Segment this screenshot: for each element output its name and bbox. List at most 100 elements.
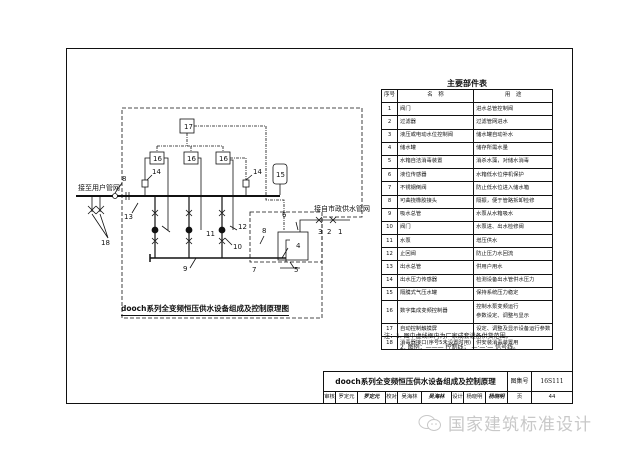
part-use: 储存所需水量 [473, 141, 554, 156]
callout-13: 13 [124, 213, 133, 221]
part-no: 7 [380, 181, 399, 196]
header-no: 序号 [380, 88, 399, 104]
checker: 吴海林 [398, 392, 422, 403]
part-no: 12 [380, 247, 399, 262]
callout-9: 9 [183, 265, 187, 273]
drawing-frame [66, 48, 573, 404]
callout-5: 5 [294, 266, 298, 274]
part-use: 储水罐自动补水 [473, 128, 554, 143]
part-name: 水箱自洁消毒装置 [397, 154, 475, 170]
part-use-line: 控制水泵变频运行 [476, 303, 519, 310]
part-no: 6 [380, 168, 399, 183]
designer: 杨晓明 [464, 392, 486, 403]
note-2: 2. 图例：——— 控制线； —·—·— 信号线。 [400, 344, 520, 351]
callout-3: 3 [318, 228, 322, 236]
part-name: 水泵 [397, 234, 475, 249]
part-name: 出水总管 [397, 260, 475, 275]
callout-7: 7 [252, 266, 256, 274]
page-number: 44 [548, 394, 556, 400]
part-name: 液压或电动水位控制阀 [397, 128, 475, 143]
part-use: 水泵从水箱吸水 [473, 207, 554, 222]
atlas-no: 16S111 [532, 372, 572, 392]
callout-10: 10 [233, 243, 242, 251]
part-name: 不锈钢倒阀 [397, 181, 475, 196]
signal-line-14b [230, 157, 247, 180]
signal-line-17 [194, 125, 285, 230]
designer-signature: 杨晓明 [486, 392, 508, 403]
callout-18: 18 [101, 239, 110, 247]
part-use-line: 参数设定、调整与显示 [476, 313, 530, 319]
label-to-user-network: 接至用户管网 [78, 183, 120, 192]
part-use: 控制水泵变频运行参数设定、调整与显示 [473, 300, 554, 324]
part-use: 进水总管控制阀 [473, 102, 554, 117]
callout-16b: 16 [187, 155, 196, 163]
callout-leaders [114, 174, 299, 269]
parts-table-title: 主要部件表 [447, 79, 487, 88]
part-use: 检测设备出水管供水压力 [473, 273, 554, 288]
callout-14a: 14 [152, 168, 161, 176]
callout-4: 4 [296, 242, 301, 250]
part-no: 8 [380, 194, 399, 209]
reviewer: 罗定元 [336, 392, 358, 403]
part-name: 过滤器 [397, 115, 475, 130]
reviewer-signature: 罗定元 [358, 392, 386, 403]
pressure-sensor-14b [242, 179, 250, 188]
outlet-flange [125, 192, 130, 200]
part-no: 16 [380, 300, 399, 324]
header-use: 用 途 [473, 88, 554, 104]
callout-8a: 8 [122, 175, 126, 183]
sensor-taps [144, 187, 247, 196]
part-use: 供安装消毒装置用 [473, 336, 554, 351]
part-name: 可曲挠橡胶接头 [397, 194, 475, 209]
check-label: 校对 [386, 392, 398, 403]
part-name: 隔膜式气压水罐 [397, 286, 475, 302]
leader-18 [91, 213, 109, 239]
supply-boundary [121, 107, 363, 319]
signal-lines [156, 133, 224, 152]
tank-boundary [249, 211, 323, 263]
part-name: 止回阀 [397, 247, 475, 262]
part-name: 储水罐 [397, 141, 475, 156]
pump-11b [185, 226, 193, 234]
pressure-sensor-14a [141, 179, 149, 188]
wechat-icon [418, 414, 441, 431]
part-use: 过滤管网进水 [473, 115, 554, 130]
inlet-pipe [299, 219, 350, 232]
callout-15: 15 [276, 171, 285, 179]
part-name: 消毒器接口(序号5未设置时用) [397, 336, 475, 351]
part-name: 吸水总管 [397, 207, 475, 222]
pump-control-lines [164, 157, 234, 230]
callout-8b: 8 [262, 227, 266, 235]
review-label: 审核 [324, 392, 336, 403]
part-name: 液位传感器 [397, 168, 475, 183]
callout-14b: 14 [253, 168, 262, 176]
notes-prefix: 注： [384, 333, 397, 340]
part-name: 阀门 [397, 102, 475, 117]
part-name: 阀门 [397, 220, 475, 236]
pump-11c [218, 226, 226, 234]
part-no: 3 [380, 128, 399, 143]
watermark: 国家建筑标准设计 [418, 410, 592, 435]
part-no: 4 [380, 141, 399, 156]
callout-6: 6 [282, 211, 287, 219]
storage-tank-4 [277, 231, 309, 261]
atlas-no-label: 图集号 [508, 372, 532, 392]
part-use: 水箱低水位停机保护 [473, 168, 554, 183]
